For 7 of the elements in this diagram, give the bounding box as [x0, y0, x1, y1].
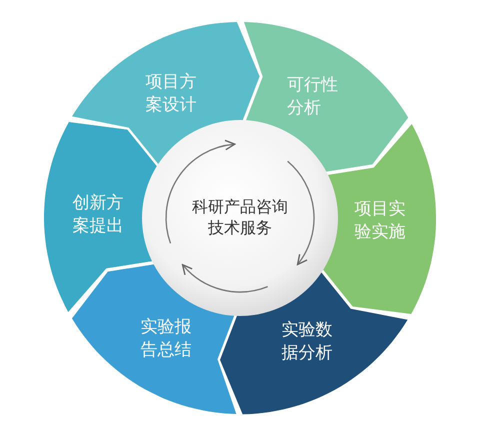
- step-label: 创新方案提出: [72, 192, 125, 238]
- step-label: 实验报告总结: [140, 316, 193, 362]
- step-label: 项目方案设计: [146, 71, 198, 118]
- center-title: 科研产品咨询技术服务: [191, 197, 289, 239]
- step-label: 可行性分析: [286, 74, 339, 120]
- step-label: 实验数据分析: [282, 318, 334, 365]
- step-label: 项目实验实施: [354, 198, 407, 244]
